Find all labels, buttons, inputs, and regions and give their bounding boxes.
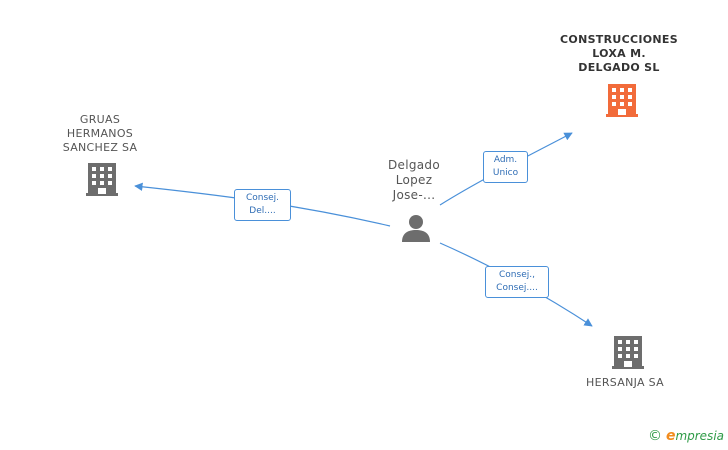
label-line: LOXA M. xyxy=(592,47,646,60)
node-label-person[interactable]: Delgado Lopez Jose-... xyxy=(374,158,454,203)
edge-label-line: Consej. xyxy=(245,193,280,203)
edge-label-line: Del.... xyxy=(249,206,276,216)
edge-label-consej-del[interactable]: Consej. Del.... xyxy=(234,189,291,221)
copyright-icon: © xyxy=(647,428,662,444)
label-line: Delgado xyxy=(388,158,440,172)
label-line: HERMANOS xyxy=(66,127,134,140)
edge-label-line: Adm. xyxy=(493,155,518,165)
label-line: GRUAS xyxy=(79,113,121,126)
node-label-construcciones[interactable]: CONSTRUCCIONES LOXA M. DELGADO SL xyxy=(548,33,690,75)
label-line: Jose-... xyxy=(392,188,436,202)
edge-label-adm-unico[interactable]: Adm. Unico xyxy=(483,151,528,183)
brand-name: mpresia xyxy=(675,429,724,443)
edge-label-consej-consej[interactable]: Consej., Consej.... xyxy=(485,266,549,298)
edge-label-line: Consej., xyxy=(499,270,535,280)
building-icon[interactable] xyxy=(612,336,644,369)
label-line: DELGADO SL xyxy=(578,61,660,74)
building-icon[interactable] xyxy=(606,84,638,117)
node-label-hersanja[interactable]: HERSANJA SA xyxy=(570,376,680,390)
brand-watermark: ©empresia xyxy=(648,428,724,444)
building-icon[interactable] xyxy=(86,163,118,196)
edge-label-line: Consej.... xyxy=(496,283,538,293)
edge-label-line: Unico xyxy=(492,168,519,178)
label-line: HERSANJA SA xyxy=(586,376,664,389)
brand-initial: e xyxy=(665,428,676,444)
label-line: SANCHEZ SA xyxy=(62,141,138,154)
node-label-gruas[interactable]: GRUAS HERMANOS SANCHEZ SA xyxy=(48,113,152,155)
label-line: Lopez xyxy=(395,173,433,187)
person-icon[interactable] xyxy=(402,215,430,242)
label-line: CONSTRUCCIONES xyxy=(560,33,678,46)
